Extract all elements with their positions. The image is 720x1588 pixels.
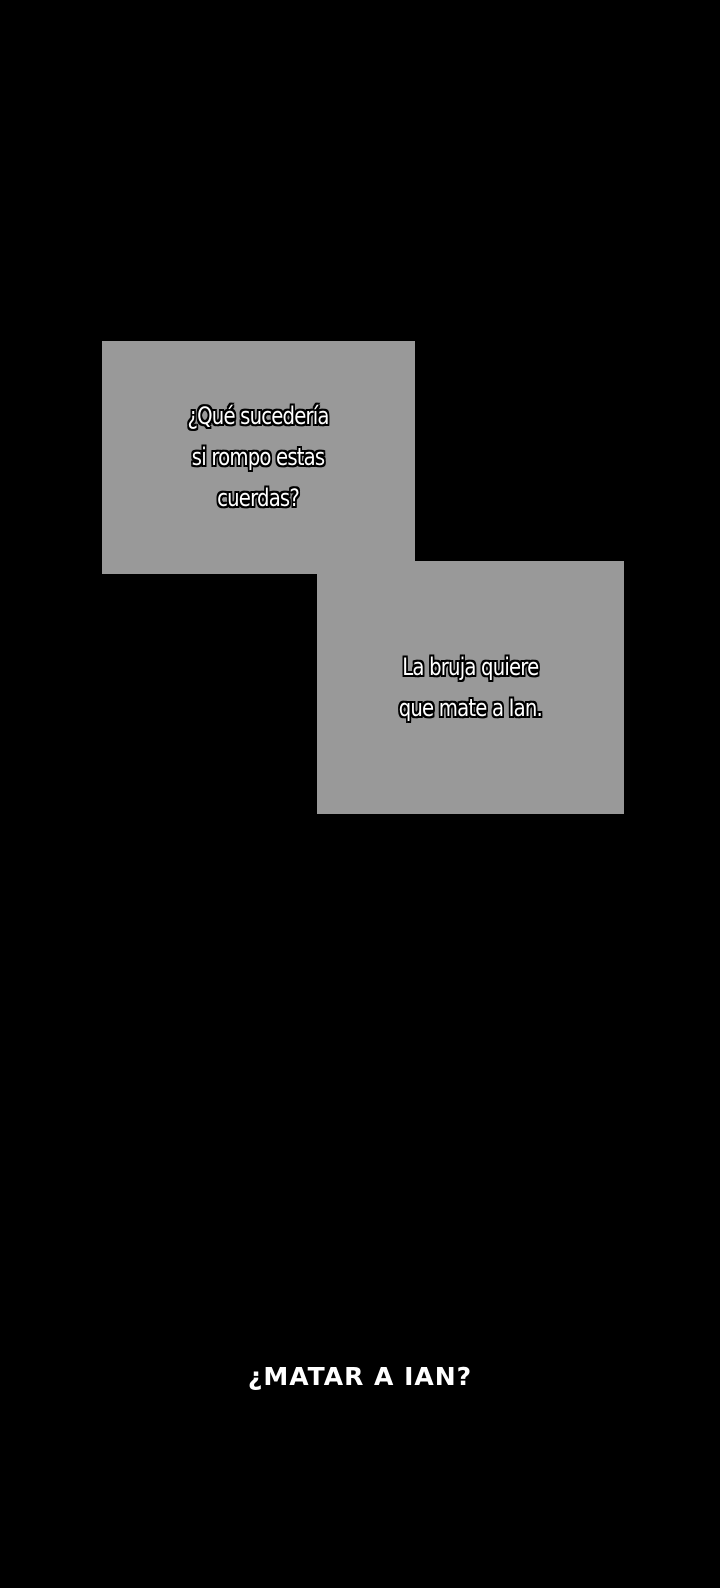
caption-1-line-2: si rompo estas: [192, 443, 325, 471]
caption-text-1: ¿Qué sucedería si rompo estas cuerdas?: [187, 396, 330, 519]
caption-1-line-3: cuerdas?: [217, 484, 301, 512]
caption-1-line-1: ¿Qué sucedería: [187, 402, 330, 430]
narration-text: ¿MATAR A IAN?: [247, 1362, 473, 1391]
caption-box-1: ¿Qué sucedería si rompo estas cuerdas?: [102, 341, 415, 574]
caption-text-2: La bruja quiere que mate a Ian.: [398, 647, 543, 729]
caption-2-line-1: La bruja quiere: [402, 652, 539, 681]
caption-box-2: La bruja quiere que mate a Ian.: [317, 561, 624, 814]
caption-2-line-2: que mate a Ian.: [398, 693, 543, 722]
